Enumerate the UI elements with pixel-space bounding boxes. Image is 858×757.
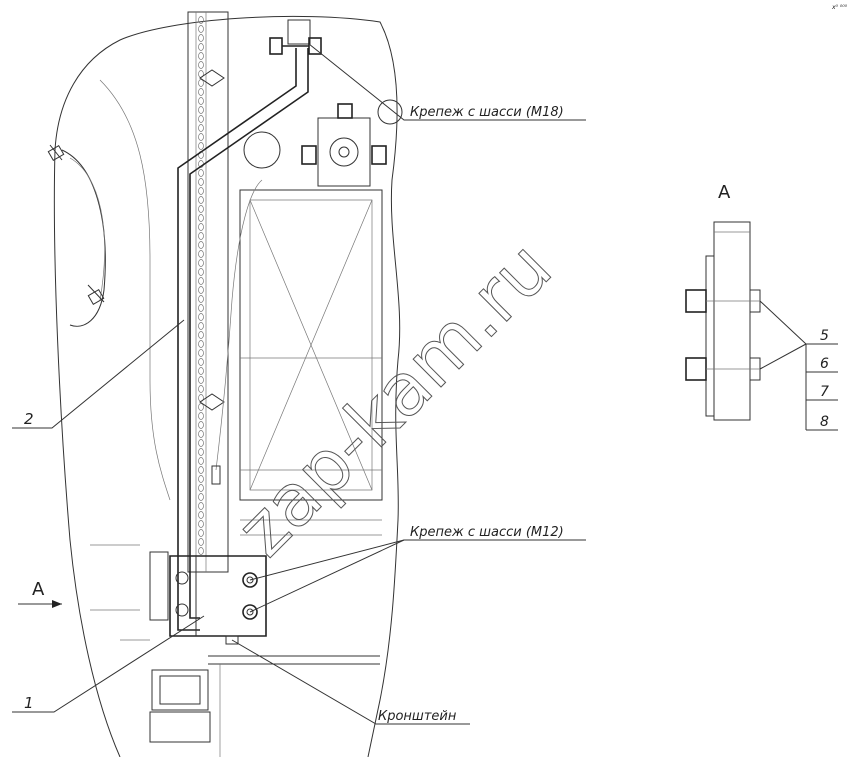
clamp-bolt-top	[47, 144, 65, 162]
perforation-hole	[198, 79, 204, 87]
leader-item-1	[12, 615, 205, 713]
section-item-6: 6	[820, 356, 829, 372]
perforation-hole	[198, 520, 204, 528]
perforation-hole	[198, 385, 204, 393]
mount-bracket-upper	[243, 99, 403, 187]
view-arrow-label: A	[32, 579, 45, 600]
perforation-hole	[198, 241, 204, 249]
perforation-hole	[198, 529, 204, 537]
perforation-hole	[198, 205, 204, 213]
perforation-hole	[198, 322, 204, 330]
section-item-5: 5	[820, 328, 829, 344]
perforation-hole	[198, 97, 204, 105]
callout-m18: Крепеж с шасси (М18)	[410, 105, 564, 120]
perforation-hole	[198, 268, 204, 276]
perforation-hole	[198, 259, 204, 267]
perforation-hole	[198, 169, 204, 177]
perforation-hole	[198, 223, 204, 231]
handrail-tube-inner	[189, 48, 309, 619]
perforation-hole	[198, 313, 204, 321]
perforation-hole	[198, 376, 204, 384]
corner-mark: x⁰ ⁰⁰⁰	[831, 4, 848, 11]
section-title: A	[718, 182, 731, 203]
perforation-hole	[198, 304, 204, 312]
callout-bracket: Кронштейн	[378, 709, 457, 724]
handrail-tube	[177, 48, 297, 631]
perforation-hole	[198, 250, 204, 258]
perforation-hole	[198, 547, 204, 555]
perforation-hole	[198, 196, 204, 204]
leader-bracket	[231, 639, 470, 725]
section-item-8: 8	[820, 414, 829, 430]
section-item-7: 7	[820, 384, 829, 400]
mount-bolt-m18-a	[269, 37, 322, 55]
fuel-tank	[239, 189, 383, 536]
cable	[215, 179, 263, 471]
item-2-label: 2	[24, 410, 34, 428]
section-view-a: A 5 6 7 8	[685, 182, 838, 431]
watermark: zap-kam.ru	[221, 225, 568, 572]
perforation-hole	[198, 232, 204, 240]
perforation-hole	[198, 412, 204, 420]
perforation-hole	[198, 277, 204, 285]
perforation-hole	[198, 340, 204, 348]
perforation-hole	[198, 538, 204, 546]
perforation-hole	[198, 367, 204, 375]
perforation-hole	[198, 286, 204, 294]
perforation-hole	[198, 439, 204, 447]
perforation-hole	[198, 430, 204, 438]
perforation-hole	[198, 106, 204, 114]
wheel-arch	[61, 149, 106, 327]
view-arrow	[52, 600, 62, 608]
perforation-hole	[198, 466, 204, 474]
perforation-hole	[198, 484, 204, 492]
perforation-hole	[198, 115, 204, 123]
leader-m18	[308, 43, 586, 121]
rail-perforation	[198, 16, 204, 555]
perforation-hole	[198, 52, 204, 60]
perforation-hole	[198, 88, 204, 96]
perforation-hole	[198, 331, 204, 339]
perforation-hole	[198, 448, 204, 456]
perforation-hole	[198, 421, 204, 429]
perforation-hole	[198, 34, 204, 42]
clamp-bolt-bottom	[87, 288, 105, 306]
perforation-hole	[198, 142, 204, 150]
perforation-hole	[198, 25, 204, 33]
perforation-hole	[198, 43, 204, 51]
perforation-hole	[198, 403, 204, 411]
lower-bracket	[169, 555, 267, 645]
perforation-hole	[198, 502, 204, 510]
perforation-hole	[198, 178, 204, 186]
item-1-label: 1	[24, 694, 34, 712]
chassis-outline	[53, 15, 401, 757]
perforation-hole	[198, 295, 204, 303]
perforation-hole	[198, 511, 204, 519]
perforation-hole	[198, 214, 204, 222]
perforation-hole	[198, 493, 204, 501]
perforation-hole	[198, 358, 204, 366]
perforation-hole	[198, 349, 204, 357]
perforation-hole	[198, 16, 204, 24]
perforation-hole	[198, 124, 204, 132]
perforation-hole	[198, 475, 204, 483]
perforation-hole	[198, 187, 204, 195]
callout-m12: Крепеж с шасси (М12)	[410, 525, 564, 540]
frame-rail	[187, 11, 229, 573]
rail-slot-bottom	[199, 393, 225, 411]
leader-item-2	[12, 319, 185, 429]
perforation-hole	[198, 457, 204, 465]
rail-slot-top	[199, 69, 225, 87]
perforation-hole	[198, 61, 204, 69]
perforation-hole	[198, 133, 204, 141]
